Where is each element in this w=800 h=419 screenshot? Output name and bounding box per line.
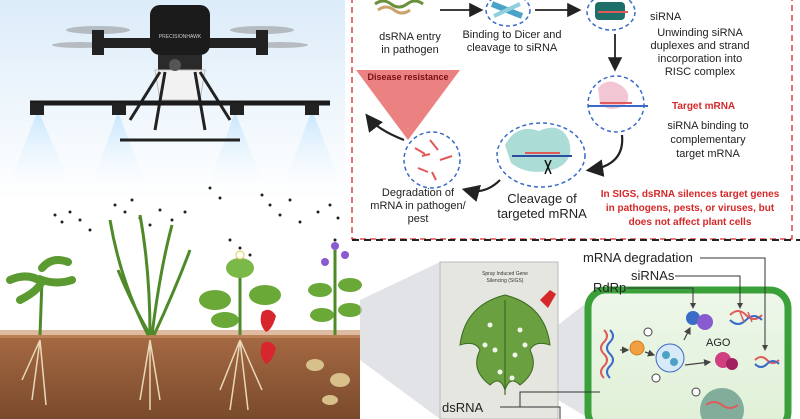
sirnas-label: siRNAs — [631, 268, 675, 283]
sigs-note: In SIGS, dsRNA silences target genes — [601, 189, 780, 200]
risc-step: siRNA Unwinding siRNA duplexes and stran… — [586, 0, 750, 78]
spray-cone — [5, 110, 75, 195]
target-binding-step: Target mRNA siRNA binding to complementa… — [587, 75, 749, 160]
target-mrna-label: Target mRNA — [672, 101, 735, 112]
spray-cone — [205, 112, 268, 195]
spray-droplets — [53, 186, 340, 257]
dsrna-entry-label: dsRNA entry — [379, 31, 441, 43]
zoom-wedge — [558, 300, 590, 419]
ago-label: AGO — [706, 337, 731, 349]
grass-plant-icon — [108, 214, 192, 410]
arrow — [585, 134, 624, 177]
strawberry-plant-icon — [199, 250, 281, 411]
sigs-leaf-figure: Spray Induced Gene Silencing (SIGS) — [439, 261, 559, 419]
arrow — [365, 113, 405, 142]
rnai-mechanism-panel: dsRNA entry in pathogen Binding to Dicer… — [351, 0, 793, 240]
cleavage-step: Cleavage of targeted mRNA — [496, 122, 587, 221]
book-title: Spray Induced Gene — [482, 271, 528, 277]
spray-cone — [88, 112, 150, 195]
sprayer-icon — [540, 290, 556, 308]
scissors-icon — [544, 159, 552, 175]
dsrna-label: dsRNA — [442, 400, 484, 415]
dicer-icon — [629, 340, 645, 356]
sigs-note: in pathogens, pests, or viruses, but — [606, 203, 775, 214]
zoom-wedge — [360, 262, 440, 419]
rdrp-icon — [686, 311, 700, 325]
plants-panel — [0, 186, 362, 419]
arrow — [461, 179, 501, 202]
dicer-label: cleavage to siRNA — [467, 42, 558, 54]
sigs-note: does not affect plant cells — [629, 217, 752, 228]
mrna-degradation-label: mRNA degradation — [583, 250, 693, 265]
dicer-label: Binding to Dicer and — [462, 29, 561, 41]
degradation-label: pest — [408, 213, 429, 225]
degradation-label: mRNA in pathogen/ — [370, 200, 466, 212]
disease-resistance-label: Disease resistance — [367, 72, 448, 82]
drone-panel: PRECISIONHAWK — [0, 0, 345, 200]
sirna-label: siRNA — [650, 11, 682, 23]
unwinding-label: duplexes and strand — [650, 40, 749, 52]
dsrna-entry-label: in pathogen — [381, 44, 439, 56]
cleavage-label: Cleavage of — [507, 191, 577, 206]
binding-label: siRNA binding to — [667, 120, 748, 132]
plant-cell: AGO — [584, 286, 792, 419]
tomato-plant-icon — [6, 256, 76, 406]
dsrna-strand — [600, 329, 608, 379]
cleavage-label: targeted mRNA — [497, 206, 587, 221]
sirna-vesicle — [655, 343, 685, 373]
degradation-step: Degradation of mRNA in pathogen/ pest — [370, 131, 467, 225]
potato-plant-icon — [306, 242, 362, 405]
book-title: Silencing (SIGS) — [487, 278, 524, 284]
nucleus — [700, 388, 744, 419]
unwinding-label: Unwinding siRNA — [657, 27, 743, 39]
drone-icon: PRECISIONHAWK — [30, 5, 330, 142]
degradation-label: Degradation of — [382, 187, 455, 199]
binding-label: target mRNA — [676, 148, 740, 160]
binding-label: complementary — [670, 134, 746, 146]
rdrp-label: RdRp — [593, 280, 626, 295]
unwinding-label: RISC complex — [665, 66, 736, 78]
dsrna-entry-step: dsRNA entry in pathogen — [374, 0, 441, 56]
dicer-step: Binding to Dicer and cleavage to siRNA — [462, 0, 562, 54]
dsrna-strand — [606, 329, 614, 379]
unwinding-label: incorporation into — [658, 53, 742, 65]
disease-resistance-triangle: Disease resistance — [356, 70, 460, 140]
cell-labels: mRNA degradation siRNAs RdRp dsRNA — [442, 250, 768, 419]
drone-brand: PRECISIONHAWK — [159, 34, 202, 40]
spray-cone — [280, 110, 345, 195]
soil — [0, 335, 360, 419]
